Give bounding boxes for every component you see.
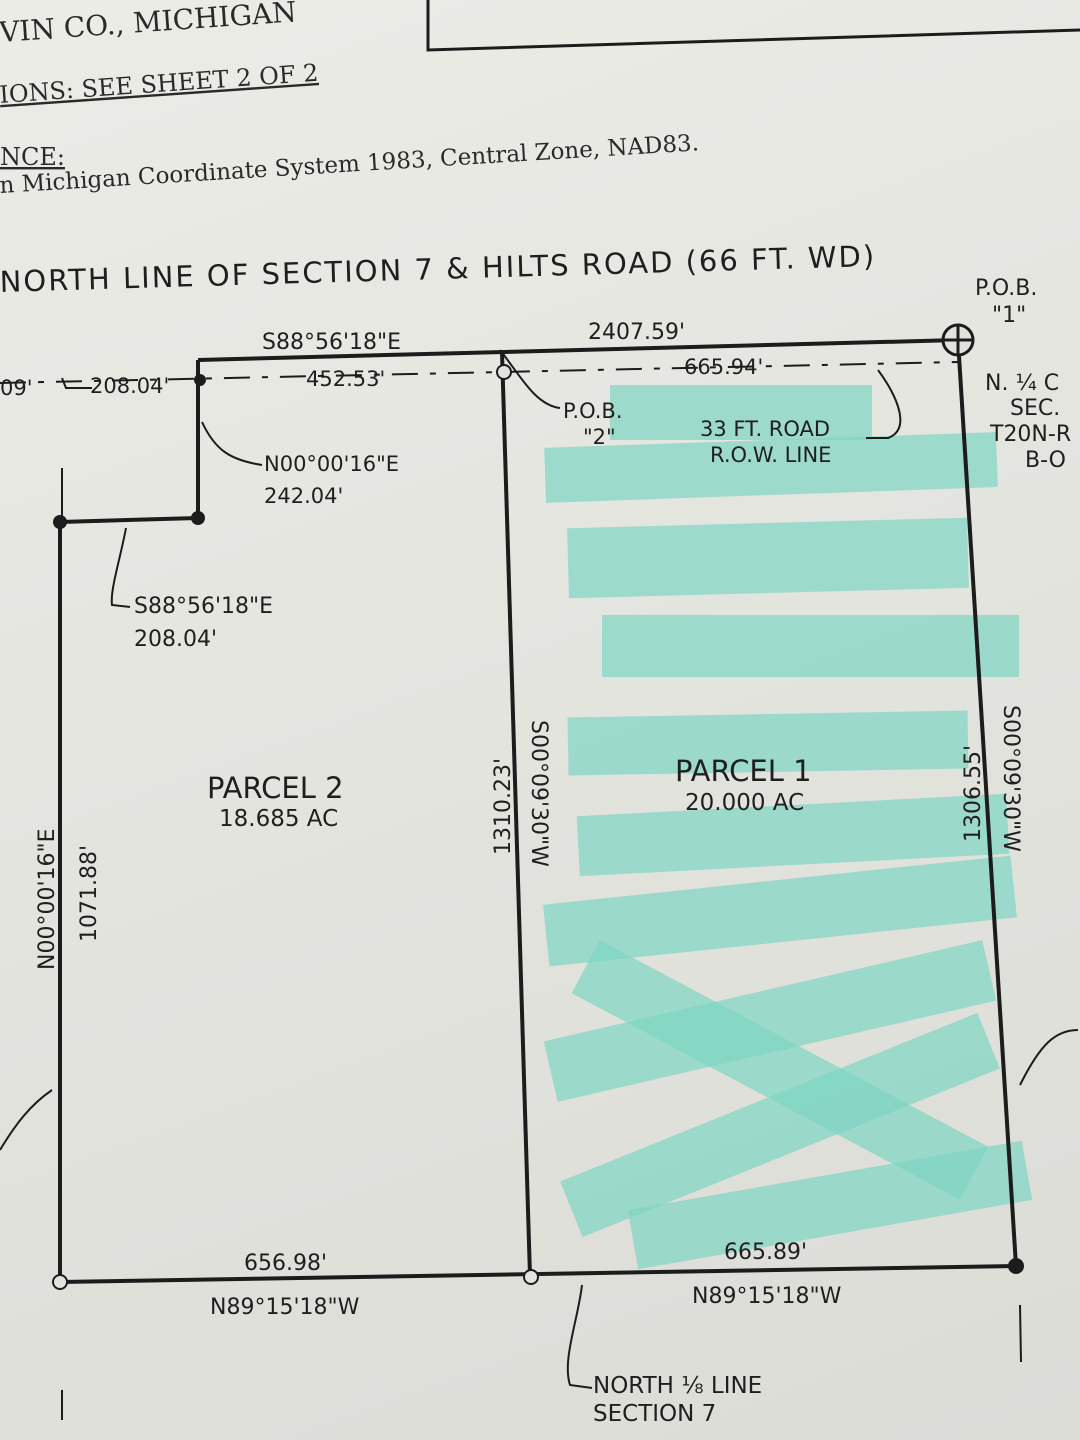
- leader-lines: [0, 349, 1079, 1389]
- jog-horizontal-distance: 208.04': [134, 627, 217, 652]
- highlight-stroke: [610, 385, 872, 440]
- parcel1-name: PARCEL 1: [675, 754, 812, 788]
- highlight-stroke: [567, 517, 969, 599]
- corner-dot: [194, 374, 206, 386]
- row-west-distance: 208.04': [90, 374, 169, 398]
- middle-boundary-line: [500, 351, 532, 1277]
- leader-arrow: [499, 349, 561, 409]
- top-line-bearing: S88°56'18"E: [262, 330, 401, 355]
- east-line-bearing: S00°09'30"W: [998, 705, 1023, 852]
- south-east-distance: 665.89': [724, 1240, 807, 1265]
- descriptions-reference-text: IONS: SEE SHEET 2 OF 2: [0, 59, 319, 109]
- reference-heading: NCE:: [0, 143, 65, 171]
- row-east-distance: 665.94': [684, 355, 763, 379]
- section-ref-line2: SEC.: [1010, 396, 1060, 421]
- highlight-stroke: [567, 710, 969, 776]
- leader-arrow: [1019, 1029, 1079, 1086]
- title-block-frame: [426, 0, 1080, 52]
- pob2-number: "2": [583, 425, 616, 449]
- reference-text: n Michigan Coordinate System 1983, Centr…: [0, 130, 700, 199]
- highlight-stroke: [627, 1140, 1033, 1270]
- highlight-stroke: [544, 432, 998, 503]
- parcel-boundaries: [0, 338, 1022, 1420]
- corner-dot: [191, 511, 205, 525]
- jog-horizontal-line: [59, 516, 199, 524]
- south-east-bearing: N89°15'18"W: [692, 1284, 842, 1309]
- east-line-distance: 1306.55': [961, 745, 986, 842]
- top-line-distance: 2407.59': [588, 320, 685, 345]
- corner-markers: [52, 323, 1024, 1290]
- road-row-line: [0, 361, 959, 384]
- west-line-distance: 1071.88': [77, 845, 102, 942]
- section-ref-line1: N. ¼ C: [985, 371, 1059, 396]
- highlight-stroke: [602, 615, 1019, 677]
- jog-vertical-distance: 242.04': [264, 484, 343, 508]
- highlight-stroke: [543, 855, 1017, 967]
- parcel2-area: 18.685 AC: [219, 806, 338, 832]
- middle-line-distance: 1310.23': [491, 758, 516, 855]
- highlight-stroke: [576, 793, 1010, 877]
- north-eighth-label-line2: SECTION 7: [593, 1401, 716, 1427]
- pob2-label: P.O.B.: [563, 399, 623, 423]
- north-boundary-line: [197, 338, 959, 362]
- extension-tick: [1019, 1304, 1022, 1363]
- pob1-label: P.O.B.: [975, 276, 1037, 301]
- highlight-stroke: [571, 940, 989, 1200]
- west-line-bearing: N00°00'16"E: [35, 828, 60, 970]
- road-row-label-line1: 33 FT. ROAD: [700, 417, 830, 441]
- leader-arrow: [61, 377, 92, 389]
- leader-arrow: [201, 421, 263, 466]
- north-eighth-label-line1: NORTH ⅛ LINE: [593, 1373, 762, 1399]
- county-line-text: VIN CO., MICHIGAN: [0, 0, 298, 49]
- middle-line-bearing: S00°09'30"W: [526, 720, 551, 867]
- section-ref-line4: B-O: [1025, 448, 1066, 473]
- south-west-bearing: N89°15'18"W: [210, 1295, 360, 1320]
- leader-arrow: [566, 1284, 593, 1389]
- leader-arrow: [866, 369, 902, 439]
- leader-arrow: [110, 527, 131, 608]
- highlight-stroke: [543, 940, 997, 1102]
- highlighter-marks: [543, 385, 1033, 1270]
- row-middle-distance: 452.53': [306, 367, 385, 391]
- section-ref-line3: T20N-R: [989, 422, 1071, 447]
- row-left-stub-distance: 09': [0, 376, 33, 400]
- corner-circle: [496, 364, 512, 380]
- jog-vertical-bearing: N00°00'16"E: [264, 452, 399, 476]
- corner-circle: [52, 1274, 68, 1290]
- pob1-number: "1": [992, 303, 1026, 328]
- road-row-label-line2: R.O.W. LINE: [710, 443, 831, 467]
- parcel2-name: PARCEL 2: [207, 771, 344, 805]
- corner-circle: [523, 1269, 539, 1285]
- east-boundary-line: [956, 339, 1018, 1267]
- corner-dot: [1008, 1258, 1024, 1274]
- jog-horizontal-bearing: S88°56'18"E: [134, 594, 273, 619]
- parcel1-area: 20.000 AC: [685, 790, 804, 816]
- north-line-label: NORTH LINE OF SECTION 7 & HILTS ROAD (66…: [0, 239, 877, 299]
- highlight-stroke: [560, 1012, 1000, 1238]
- corner-dot: [53, 515, 67, 529]
- leader-arrow: [0, 1089, 53, 1151]
- south-west-distance: 656.98': [244, 1251, 327, 1276]
